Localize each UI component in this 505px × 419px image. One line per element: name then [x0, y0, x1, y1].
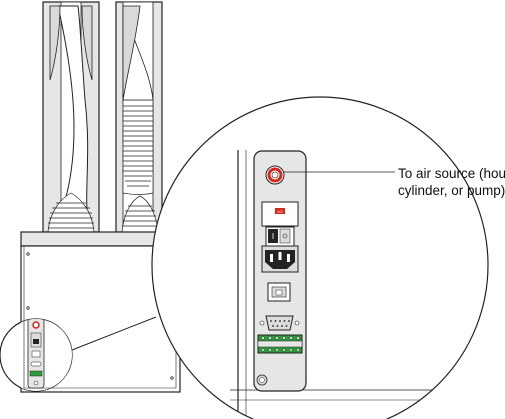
callout-line-1: To air source (house,	[398, 166, 505, 181]
callout-line-2: cylinder, or pump)	[398, 183, 505, 198]
switch-label: I/O	[277, 209, 282, 214]
zoom-connector-line	[71, 316, 157, 351]
bellows-left	[47, 192, 95, 233]
bellows-right-lower	[121, 195, 159, 233]
ground-screw-icon	[256, 374, 268, 386]
air-fitting-icon	[265, 165, 285, 185]
bellows-tower-right	[115, 1, 163, 233]
air-source-callout: To air source (house, cylinder, or pump)	[398, 165, 505, 199]
ethernet-port-icon	[267, 282, 291, 302]
bellows-tower-left	[42, 1, 100, 233]
serial-port-icon	[259, 315, 300, 331]
bellows-right-upper	[122, 99, 154, 195]
power-switch-icon: I/O	[261, 201, 299, 247]
small-magnifier-circle	[0, 318, 73, 392]
large-magnifier-circle: I/O	[151, 96, 489, 419]
terminal-block-icon	[257, 334, 303, 354]
power-inlet-icon	[261, 245, 299, 273]
